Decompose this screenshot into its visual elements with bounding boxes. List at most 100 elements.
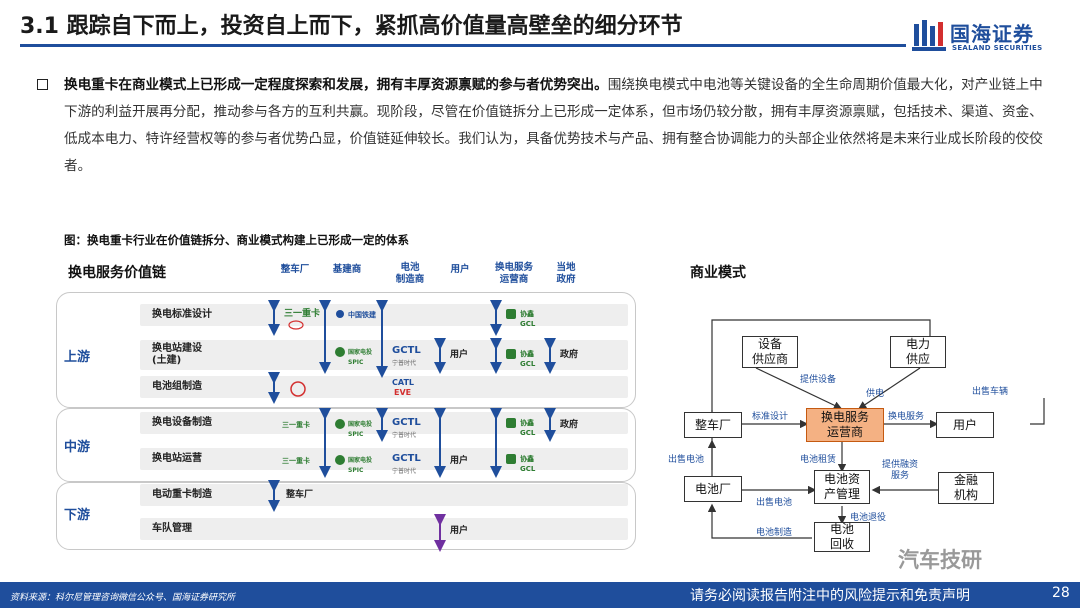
row-label-truck: 电动重卡制造 <box>152 489 212 500</box>
col-head-oem: 整车厂 <box>280 264 310 275</box>
lbl-finance-service: 提供融资 服务 <box>882 460 919 481</box>
node-asset-mgmt: 电池资 产管理 <box>814 470 870 504</box>
node-battery-maker: 电池厂 <box>684 476 742 502</box>
node-finance: 金融 机构 <box>938 472 994 504</box>
ent-gov-equip: 政府 <box>560 420 579 430</box>
ent-gctl-station: GCTL <box>392 345 421 356</box>
col-head-battery: 电池 制造商 <box>395 262 425 285</box>
bullet-square-icon <box>37 79 48 90</box>
footer-disclaimer: 请务必阅读报告附注中的风险提示和免责声明 <box>690 588 970 604</box>
lbl-swap-service: 换电服务 <box>888 412 925 422</box>
watermark-text: 汽车技研 <box>898 548 982 572</box>
ent-gctl-sub-operate: 宁普时代 <box>392 468 417 475</box>
lbl-supply-power: 供电 <box>866 389 885 399</box>
lbl-sell-battery-left: 出售电池 <box>668 455 705 465</box>
row-bg-pack <box>140 376 628 398</box>
gcl-logo-icon <box>506 309 516 319</box>
stage-midstream: 中游 <box>64 440 91 455</box>
gcl-logo-icon-2 <box>506 349 516 359</box>
row-bg-fleet <box>140 518 628 540</box>
ent-user-station: 用户 <box>450 350 469 360</box>
gcl-logo-icon-4 <box>506 454 516 464</box>
spic-logo-icon <box>335 347 345 357</box>
lbl-std-design: 标准设计 <box>752 412 789 422</box>
node-equip-supplier: 设备 供应商 <box>742 336 798 368</box>
row-label-fleet: 车队管理 <box>152 523 192 534</box>
lbl-sell-vehicle: 出售车辆 <box>972 387 1009 397</box>
page-number: 28 <box>1052 585 1070 601</box>
row-bg-operate <box>140 448 628 470</box>
infra-logo-icon <box>336 310 344 318</box>
col-head-user: 用户 <box>450 264 470 275</box>
row-bg-truck <box>140 484 628 506</box>
ent-gctl-sub-equip: 宁普时代 <box>392 432 417 439</box>
ent-spic-operate: 国家电投 SPIC <box>348 457 373 474</box>
paragraph-body: 围绕换电模式中电池等关键设备的全生命周期价值最大化，对产业链上中下游的利益开展再… <box>64 77 1043 174</box>
logo-cn-text: 国海证券 <box>950 22 1034 46</box>
gcl-logo-icon-3 <box>506 418 516 428</box>
intro-paragraph: 换电重卡在商业模式上已形成一定程度探索和发展，拥有丰厚资源禀赋的参与者优势突出。… <box>64 72 1049 180</box>
ent-brand-std: 三一重卡 <box>284 309 321 319</box>
value-chain-title: 换电服务价值链 <box>68 265 166 281</box>
lbl-sell-battery: 出售电池 <box>756 498 793 508</box>
ent-spic-station: 国家电投 SPIC <box>348 349 373 366</box>
col-head-infra: 基建商 <box>332 264 362 275</box>
ent-gcl-station: 协鑫 GCL <box>520 350 536 368</box>
bm-recycle-to-battery <box>707 503 812 539</box>
bm-outer-top-line <box>711 319 931 470</box>
row-label-equip: 换电设备制造 <box>152 417 212 428</box>
ent-infra-std: 中国铁建 <box>348 311 376 319</box>
band-upstream <box>56 292 636 408</box>
ent-gcl-std: 协鑫 GCL <box>520 310 536 328</box>
ent-user-operate: 用户 <box>450 456 469 466</box>
header-rule <box>20 44 906 47</box>
lbl-supply-equip: 提供设备 <box>800 375 837 385</box>
lbl-battery-make: 电池制造 <box>756 528 793 538</box>
figure-caption: 图：换电重卡行业在价值链拆分、商业模式构建上已形成一定的体系 <box>64 233 409 247</box>
paragraph-bold: 换电重卡在商业模式上已形成一定程度探索和发展，拥有丰厚资源禀赋的参与者优势突出。 <box>64 77 608 93</box>
footer-source: 资料来源：科尔尼管理咨询微信公众号、国海证券研究所 <box>10 593 236 603</box>
ent-gov-station: 政府 <box>560 350 579 360</box>
bm-equip-to-op <box>755 367 843 410</box>
business-model-title: 商业模式 <box>690 265 746 281</box>
col-head-gov: 当地 政府 <box>556 262 576 285</box>
sealand-logo-icon <box>912 20 946 51</box>
byd-small-logo-icon <box>288 320 304 330</box>
bm-user-right <box>1030 398 1045 425</box>
bm-power-to-op <box>858 367 921 410</box>
logo-en-text: SEALAND SECURITIES <box>952 44 1043 52</box>
node-power-supply: 电力 供应 <box>890 336 946 368</box>
node-recycle: 电池 回收 <box>814 522 870 552</box>
ent-eve-pack: EVE <box>394 388 412 397</box>
row-label-operate: 换电站运营 <box>152 453 202 464</box>
company-logo: 国海证券 SEALAND SECURITIES <box>912 18 1062 58</box>
ent-catl-pack: CATL <box>392 378 414 387</box>
ent-gctl-sub-station: 宁普时代 <box>392 360 417 367</box>
ent-oem-truck: 整车厂 <box>286 490 314 500</box>
node-oem: 整车厂 <box>684 412 742 438</box>
ent-gctl-operate: GCTL <box>392 453 421 464</box>
lbl-battery-retire: 电池退役 <box>850 513 887 523</box>
col-head-operator: 换电服务 运营商 <box>494 262 533 285</box>
row-label-station: 换电站建设 (土建) <box>152 343 202 366</box>
byd-logo-icon <box>290 381 306 397</box>
row-label-pack: 电池组制造 <box>152 381 202 392</box>
ent-gcl-operate: 协鑫 GCL <box>520 455 536 473</box>
stage-upstream: 上游 <box>64 350 91 365</box>
ent-gcl-equip: 协鑫 GCL <box>520 419 536 437</box>
ent-brand-equip: 三一重卡 <box>282 421 310 429</box>
ent-gctl-equip: GCTL <box>392 417 421 428</box>
footer-bar <box>0 582 1080 608</box>
spic-logo-icon-3 <box>335 455 345 465</box>
band-downstream <box>56 482 636 550</box>
node-user: 用户 <box>936 412 994 438</box>
lbl-battery-rent: 电池租赁 <box>800 455 837 465</box>
node-operator: 换电服务 运营商 <box>806 408 884 442</box>
stage-downstream: 下游 <box>64 508 91 523</box>
ent-spic-equip: 国家电投 SPIC <box>348 421 373 438</box>
page-title: 3.1 跟踪自下而上，投资自上而下，紧抓高价值量高壁垒的细分环节 <box>20 14 683 39</box>
band-midstream <box>56 408 636 482</box>
spic-logo-icon-2 <box>335 419 345 429</box>
ent-user-fleet: 用户 <box>450 526 469 536</box>
